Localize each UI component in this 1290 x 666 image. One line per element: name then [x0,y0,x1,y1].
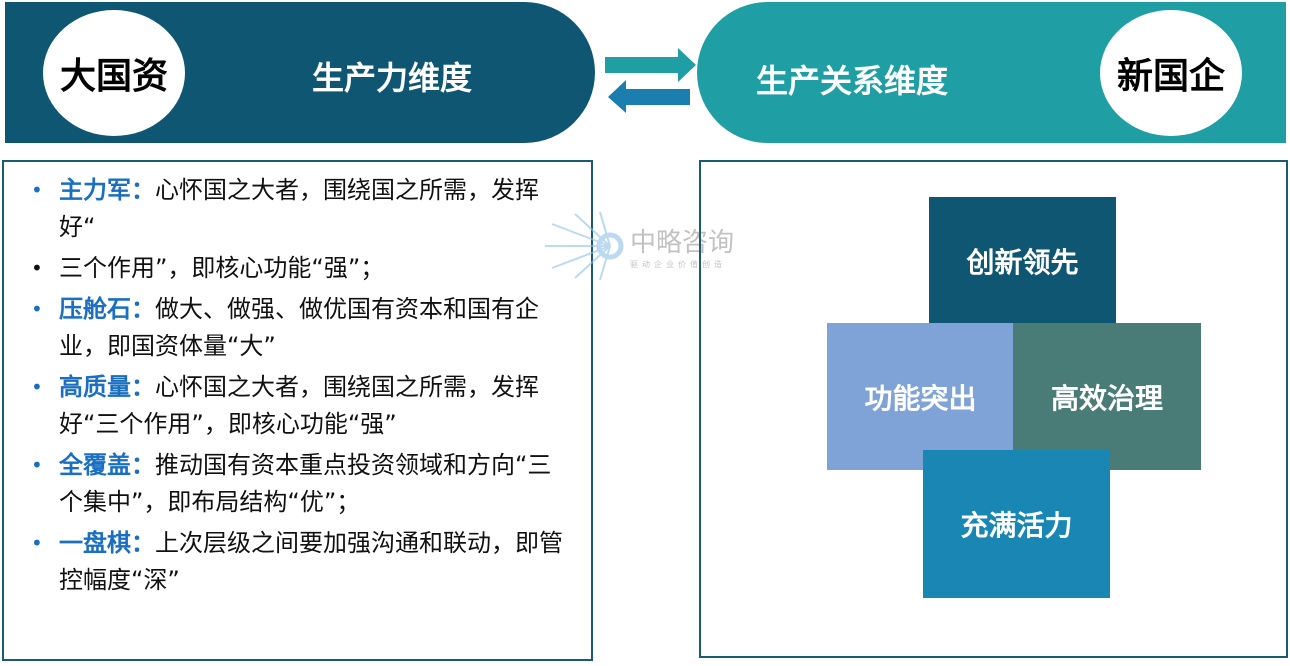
list-item: 全覆盖：推动国有资本重点投资领域和方向“三个集中”，即布局结构“优”； [4,447,571,521]
watermark-name: 中略咨询 [630,228,735,258]
list-item: 一盘棋：上次层级之间要加强沟通和联动，即管控幅度“深” [4,525,571,599]
sunburst-logo-icon [545,211,624,281]
circle-label: 大国资 [59,56,168,97]
big-state-capital-circle: 大国资 [43,10,185,136]
list-item: 主力军：心怀国之大者，围绕国之所需，发挥好“ [4,172,571,246]
list-item: 高质量：心怀国之大者，围绕国之所需，发挥好“三个作用”，即核心功能“强” [4,369,571,443]
production-relations-box [699,160,1288,658]
square-governance: 高效治理 [1013,323,1201,470]
square-function: 功能突出 [827,323,1014,470]
square-innovation: 创新领先 [929,197,1116,324]
bullet-list: 主力军：心怀国之大者，围绕国之所需，发挥好“ 三个作用”，即核心功能“强”； 压… [4,162,591,599]
watermark-logo: 中略咨询驱动企业价值创造 [540,210,734,282]
square-vitality: 充满活力 [923,450,1110,598]
circle-label: 新国企 [1116,56,1225,97]
right-arrow-icon [605,48,696,82]
left-arrow-icon [608,80,690,113]
new-soe-circle: 新国企 [1100,10,1242,136]
list-item: 三个作用”，即核心功能“强”； [4,250,571,287]
list-item: 压舱石：做大、做强、做优国有资本和国有企业，即国资体量“大” [4,291,571,365]
bidirectional-arrows-icon [605,48,696,113]
watermark-slogan: 驱动企业价值创造 [630,260,726,269]
productivity-title: 生产力维度 [312,59,473,97]
productivity-list-box: 主力军：心怀国之大者，围绕国之所需，发挥好“ 三个作用”，即核心功能“强”； 压… [2,160,593,661]
production-relations-title: 生产关系维度 [756,62,949,100]
